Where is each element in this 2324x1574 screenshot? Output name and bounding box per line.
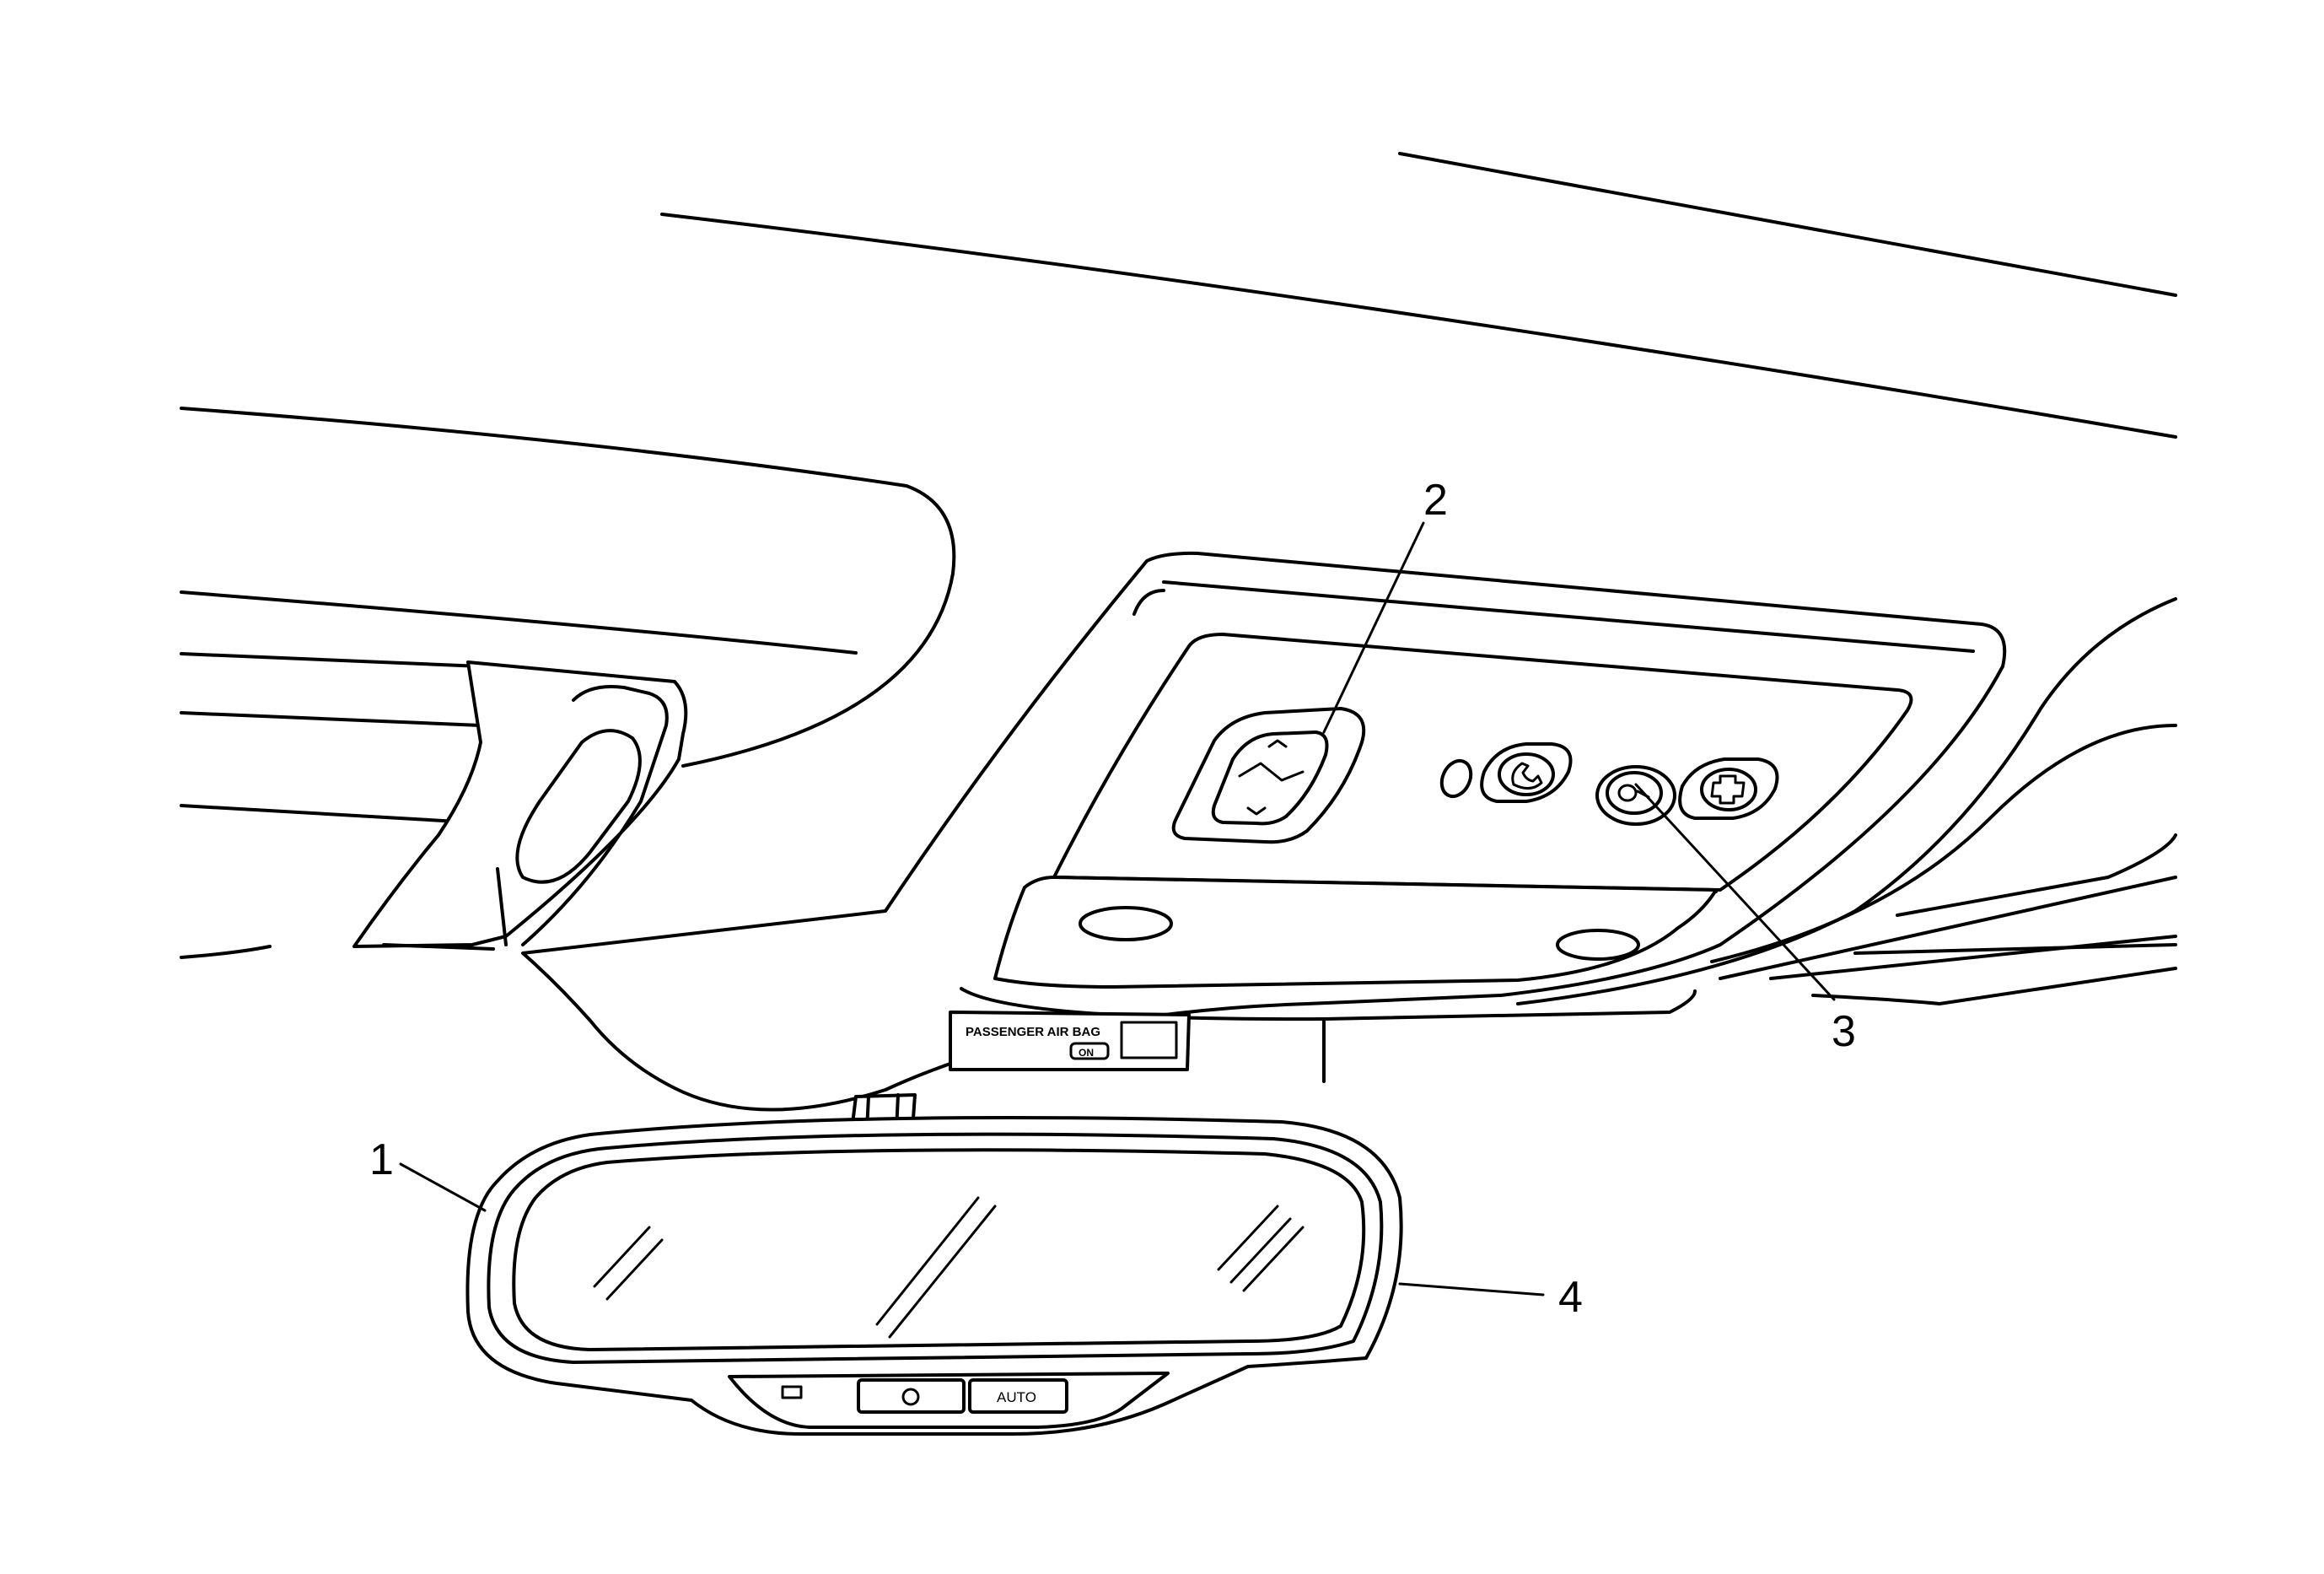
air-bag-lamp [1120,1021,1178,1059]
leader-line-4 [1398,1282,1545,1296]
phone-icon [1511,762,1543,790]
indicator-lamp-icon [781,1385,803,1399]
emergency-button[interactable] [1678,757,1779,820]
console-buttons [1439,742,1779,826]
leader-lines [399,521,1836,1296]
mirror-auto-button[interactable] [968,1378,1068,1414]
phone-button[interactable] [1480,742,1573,803]
passenger-air-bag-indicator: PASSENGER AIR BAG ON [949,1011,1191,1071]
callout-1: 1 [369,1135,394,1184]
emergency-cross-icon [1710,774,1746,805]
callout-4: 4 [1558,1273,1583,1322]
onstar-icon [1617,784,1638,802]
on-indicator-label: ON [1079,1047,1094,1059]
leader-line-1 [399,1162,487,1212]
leader-line-3 [1634,783,1836,1001]
mirror-power-button[interactable] [857,1378,966,1414]
callout-2: 2 [1423,476,1448,525]
overhead-console-housing [521,551,2177,1112]
indicator-led [1439,758,1473,799]
power-button-icon [901,1388,920,1406]
onstar-button[interactable] [1595,765,1676,826]
mirror-glass [512,1148,1366,1351]
callout-3: 3 [1832,1007,1856,1056]
passenger-air-bag-label: PASSENGER AIR BAG [966,1025,1100,1039]
roof-lines [180,152,2177,768]
auto-button-label: AUTO [997,1389,1036,1405]
leader-line-2 [1322,521,1425,734]
sun-visor [180,652,688,959]
sunroof-switch-icon [1211,730,1329,826]
sunroof-switch[interactable] [1171,707,1366,844]
rearview-mirror: AUTO [465,1116,1403,1436]
